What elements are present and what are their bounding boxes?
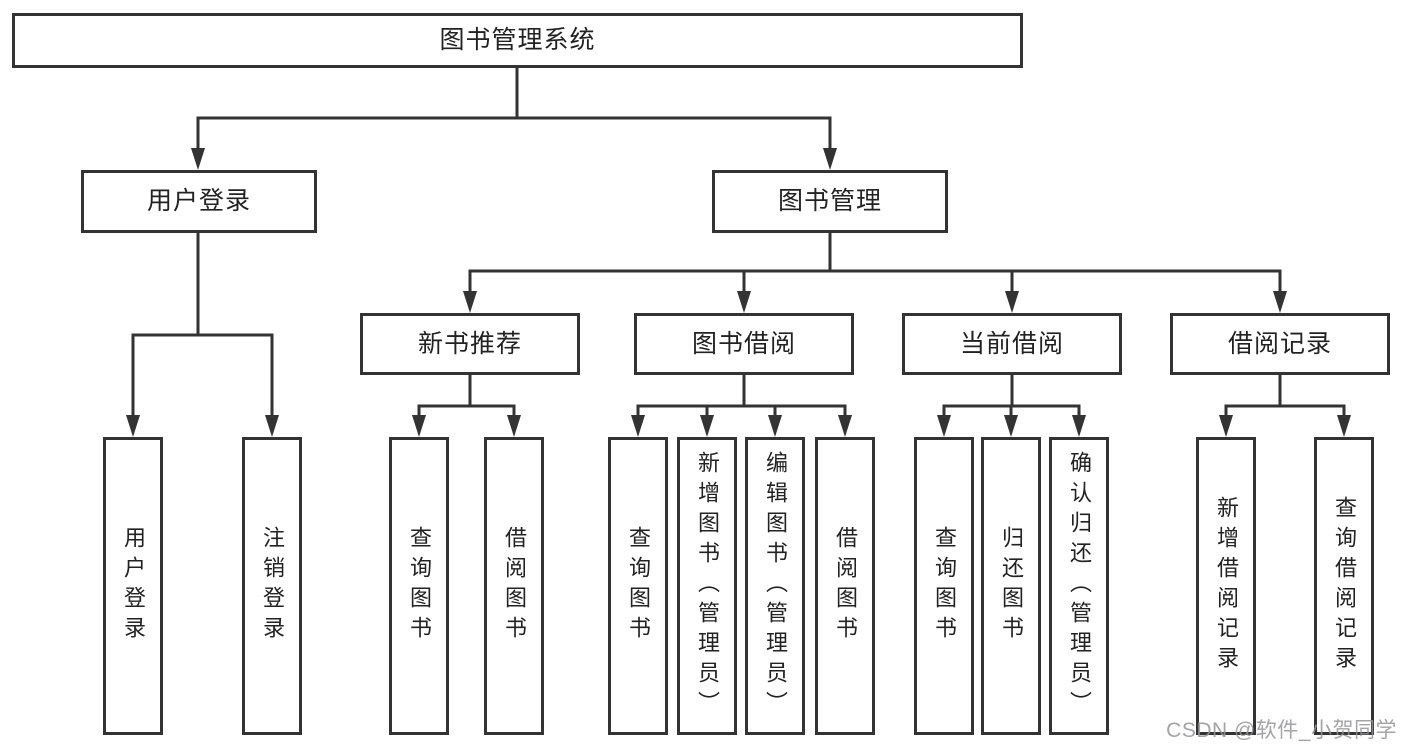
leaf-br-add-record: 新增借阅记录 bbox=[1196, 437, 1256, 735]
node-new-book-recommend: 新书推荐 bbox=[360, 313, 580, 375]
leaf-nbr-query-book: 查询图书 bbox=[389, 437, 449, 735]
leaf-bb-borrow-book: 借阅图书 bbox=[815, 437, 875, 735]
leaf-cb-confirm-return-admin: 确认归还（管理员） bbox=[1049, 437, 1109, 735]
leaf-logout: 注销登录 bbox=[242, 437, 302, 735]
node-book-management: 图书管理 bbox=[712, 170, 948, 233]
watermark: CSDN @软件_小贺同学 bbox=[1166, 719, 1397, 742]
node-book-borrowing: 图书借阅 bbox=[634, 313, 854, 375]
node-borrowing-records: 借阅记录 bbox=[1170, 313, 1390, 375]
leaf-cb-return-book: 归还图书 bbox=[981, 437, 1041, 735]
node-library-management-system: 图书管理系统 bbox=[12, 13, 1023, 68]
leaf-nbr-borrow-book: 借阅图书 bbox=[484, 437, 544, 735]
leaf-bb-query-book: 查询图书 bbox=[608, 437, 668, 735]
leaf-bb-edit-book-admin: 编辑图书（管理员） bbox=[745, 437, 805, 735]
leaf-br-query-record: 查询借阅记录 bbox=[1314, 437, 1374, 735]
leaf-user-login: 用户登录 bbox=[103, 437, 163, 735]
leaf-bb-add-book-admin: 新增图书（管理员） bbox=[677, 437, 737, 735]
node-user-login: 用户登录 bbox=[81, 170, 317, 233]
leaf-cb-query-book: 查询图书 bbox=[914, 437, 974, 735]
node-current-borrowing: 当前借阅 bbox=[902, 313, 1122, 375]
